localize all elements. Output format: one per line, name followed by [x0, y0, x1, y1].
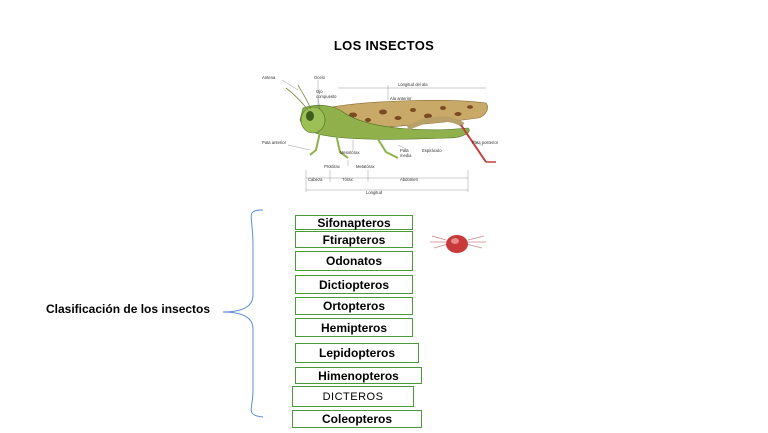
flea-icon [430, 235, 486, 253]
order-item-odonatos: Odonatos [295, 251, 413, 271]
label-ala-anterior: Ala anterior [390, 96, 412, 101]
label-longitud-ala: Longitud del ala [398, 82, 428, 87]
label-cabeza: Cabeza [308, 177, 323, 182]
label-pata-posterior: Pata posterior [472, 140, 499, 145]
grasshopper-svg: Antena Ocelo Ojo compuesto Longitud del … [262, 75, 499, 195]
antenna-1 [285, 87, 309, 111]
order-item-hemipteros: Hemipteros [295, 318, 413, 337]
classification-label: Clasificación de los insectos [46, 302, 211, 316]
compound-eye [306, 111, 314, 121]
label-metatorax: Metatórax [356, 164, 376, 169]
order-item-himenopteros: Himenopteros [295, 367, 422, 384]
page-title: LOS INSECTOS [333, 38, 435, 53]
middle-leg [335, 133, 349, 159]
order-item-coleopteros: Coleopteros [292, 410, 422, 428]
label-ocelo: Ocelo [314, 75, 326, 80]
order-item-dicteros: DICTEROS [292, 386, 414, 407]
label-pata-media-1: Pata [400, 148, 409, 153]
antenna-2 [297, 84, 312, 110]
order-item-ftirapteros: Ftirapteros [295, 231, 413, 248]
label-torax: Tórax [342, 177, 354, 182]
label-ojo-2: compuesto [316, 94, 337, 99]
label-abdomen: Abdomen [400, 177, 419, 182]
order-item-ortopteros: Ortopteros [295, 297, 413, 315]
order-item-dictiopteros: Dictiopteros [295, 275, 413, 294]
label-pata-media-2: media [400, 153, 412, 158]
label-ojo-1: Ojo [316, 89, 323, 94]
hind-tibia [460, 124, 487, 163]
curly-brace [222, 209, 264, 418]
front-leg [309, 131, 321, 156]
hind-femur [406, 116, 465, 131]
label-espiraculo: Espiráculo [422, 148, 442, 153]
body-shape [299, 104, 470, 140]
grasshopper-diagram: Antena Ocelo Ojo compuesto Longitud del … [258, 70, 508, 195]
head-shape [300, 106, 326, 134]
leader-lines [281, 79, 486, 192]
order-item-sifonapteros: Sifonapteros [295, 215, 413, 230]
order-item-lepidopteros: Lepidopteros [295, 343, 419, 363]
label-protorax: Protórax [324, 164, 341, 169]
label-mesotorax: Mesotórax [340, 150, 360, 155]
label-longitud: Longitud [366, 190, 383, 195]
label-pata-anterior: Pata anterior [262, 140, 287, 145]
label-antena: Antena [262, 75, 276, 80]
